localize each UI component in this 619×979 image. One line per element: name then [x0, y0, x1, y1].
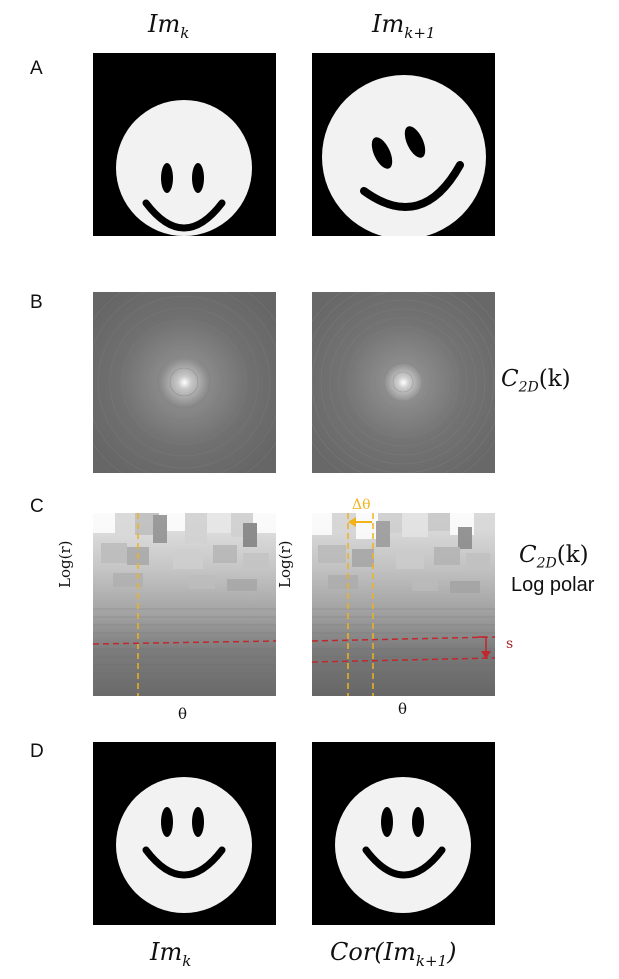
smiley-face-reference-graphic — [116, 777, 252, 913]
smiley-face-corrected-graphic — [335, 777, 471, 913]
caption-im-k: Imk — [150, 938, 192, 970]
logpolar-right — [311, 513, 496, 696]
caption-cor-im-k-plus-1: Cor(Imk+1) — [330, 938, 457, 970]
logr-guide-right-new — [311, 657, 496, 663]
label-log-polar: Log polar — [511, 573, 595, 596]
row-label-d: D — [30, 741, 44, 762]
spectrum-right — [293, 272, 513, 492]
fft-magnitude-right-graphic — [293, 272, 513, 492]
title-im-k: Imk — [148, 10, 190, 42]
label-c2d: C2D(k) — [501, 366, 571, 396]
row-label-c: C — [30, 496, 44, 517]
label-c2d-logpolar: C2D(k) Log polar — [511, 542, 595, 596]
image-im-k-original — [93, 53, 276, 236]
delta-theta-label: Δθ — [352, 497, 371, 513]
image-im-k-reference — [93, 742, 276, 925]
smiley-face-scaled-graphic — [322, 75, 486, 239]
logr-guide-right-ref — [311, 636, 496, 642]
fft-magnitude-left-graphic — [73, 271, 295, 493]
spectrum-left — [73, 271, 295, 493]
axis-label-logr-left: Log(r) — [56, 540, 74, 588]
scale-label: s — [506, 636, 514, 652]
smiley-face-graphic — [116, 100, 252, 236]
axis-label-theta-right: θ — [398, 700, 408, 718]
delta-theta-arrow — [348, 517, 372, 527]
row-label-a: A — [30, 58, 43, 79]
image-im-k-plus-1-scaled — [312, 53, 495, 239]
logpolar-left — [92, 513, 277, 696]
row-label-b: B — [30, 292, 43, 313]
scale-arrow — [478, 636, 491, 659]
logpolar-right-graphic — [311, 513, 496, 696]
axis-label-theta-left: θ — [178, 705, 188, 723]
image-corrected — [312, 742, 495, 925]
title-im-k-plus-1: Imk+1 — [372, 10, 436, 42]
logpolar-left-graphic — [92, 513, 277, 696]
axis-label-logr-right: Log(r) — [276, 540, 294, 588]
logr-guide-left — [92, 640, 277, 645]
